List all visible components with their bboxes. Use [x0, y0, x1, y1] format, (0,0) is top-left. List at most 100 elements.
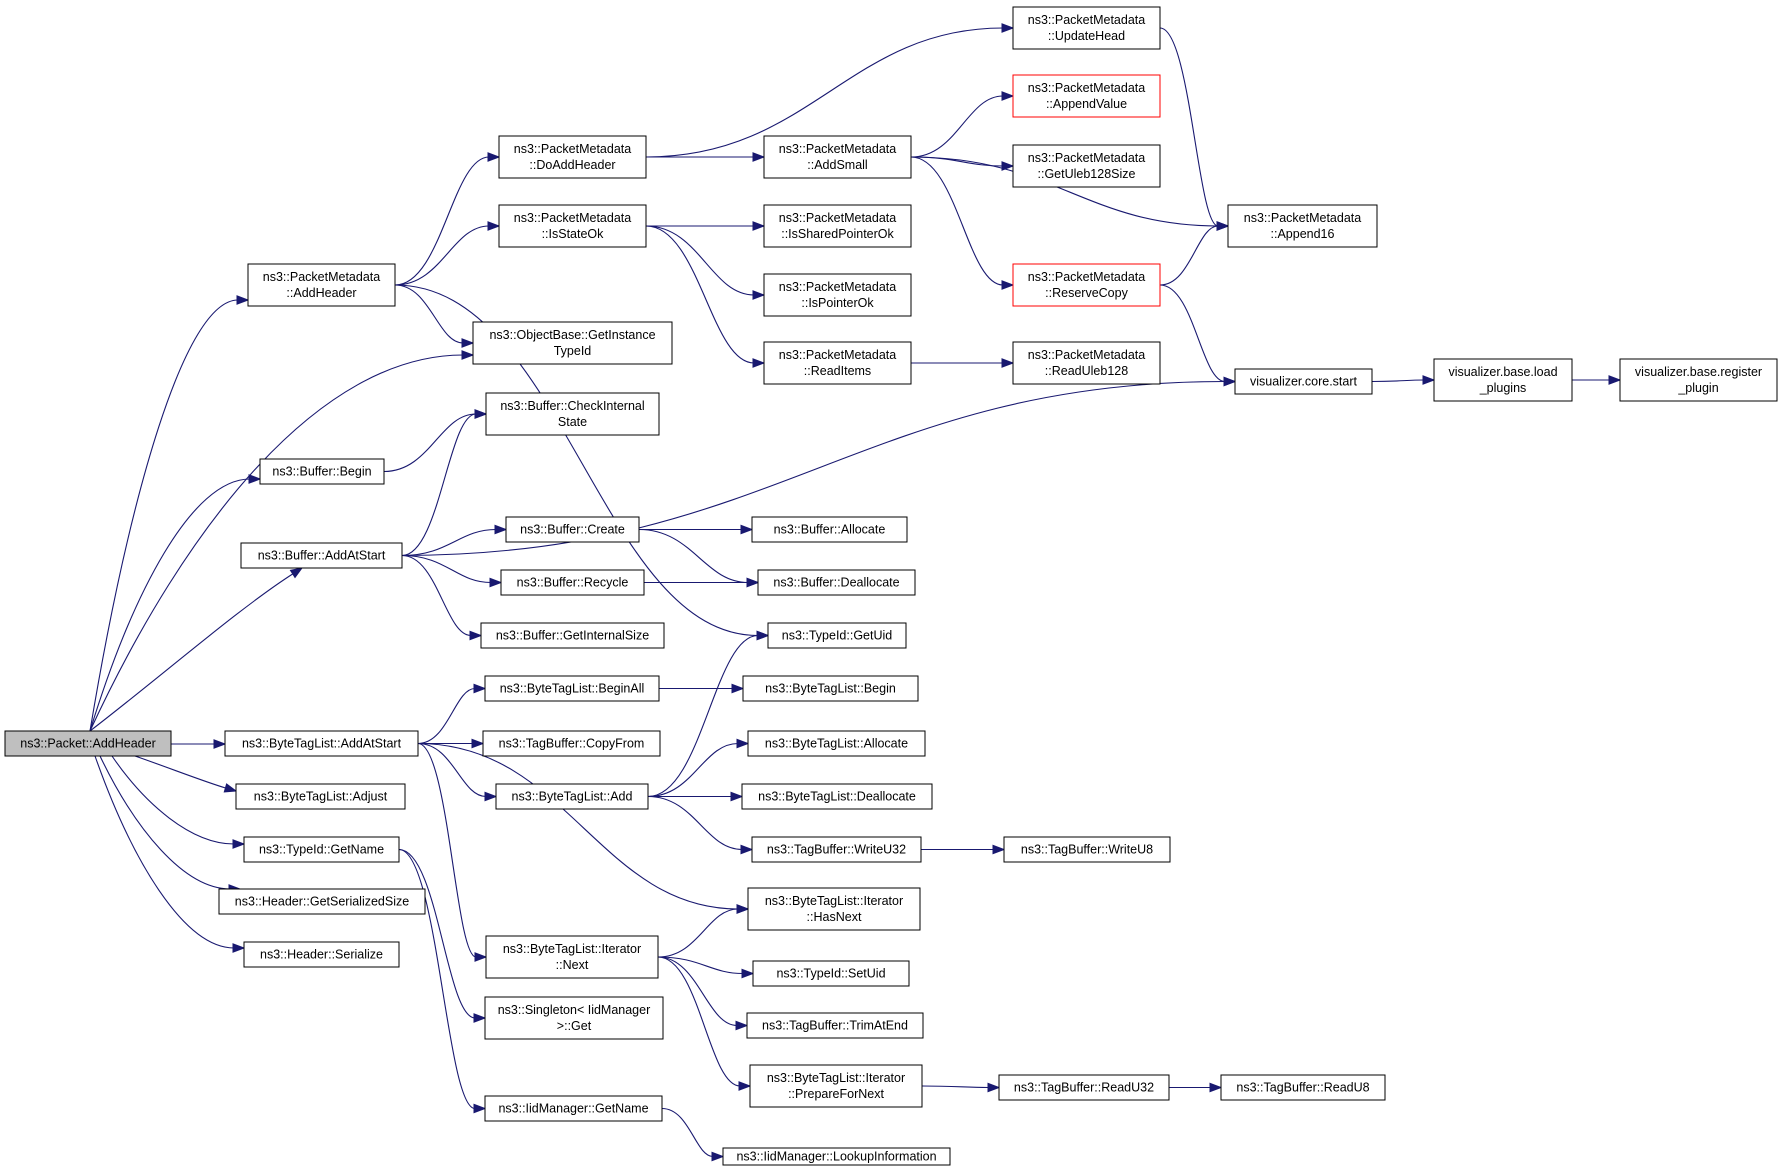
- node-label-line: visualizer.base.register: [1635, 365, 1762, 379]
- function-node-ns3-buffer-deallocate[interactable]: ns3::Buffer::Deallocate: [757, 569, 916, 596]
- function-node-ns3-packetmetadata-append16[interactable]: ns3::PacketMetadata::Append16: [1227, 204, 1378, 248]
- function-node-ns3-packetmetadata-reservecopy[interactable]: ns3::PacketMetadata::ReserveCopy: [1012, 263, 1161, 307]
- node-label-line: ns3::PacketMetadata: [1028, 81, 1145, 95]
- call-edge-n12-n15: [645, 225, 766, 368]
- function-node-ns3-buffer-recycle[interactable]: ns3::Buffer::Recycle: [500, 569, 645, 596]
- node-label-line: ::Next: [556, 958, 589, 972]
- function-node-ns3-packetmetadata-appendvalue[interactable]: ns3::PacketMetadata::AppendValue: [1012, 74, 1161, 118]
- node-label-line: ::IsSharedPointerOk: [781, 227, 894, 241]
- node-label-line: ::ReadUleb128: [1045, 364, 1128, 378]
- node-label-line: ns3::Header::Serialize: [260, 948, 383, 962]
- function-node-ns3-buffer-allocate[interactable]: ns3::Buffer::Allocate: [751, 516, 908, 543]
- node-label-line: ns3::TagBuffer::ReadU32: [1014, 1081, 1154, 1095]
- node-label-line: ns3::PacketMetadata: [779, 142, 896, 156]
- function-node-ns3-packetmetadata-getuleb128size[interactable]: ns3::PacketMetadata::GetUleb128Size: [1012, 144, 1161, 188]
- call-edge-n37-n38: [657, 956, 755, 979]
- function-node-ns3-typeid-setuid[interactable]: ns3::TypeId::SetUid: [752, 960, 910, 987]
- function-node-visualizer-base-register-plugin[interactable]: visualizer.base.register_plugin: [1619, 358, 1778, 402]
- node-box: [1619, 358, 1778, 402]
- function-node-ns3-bytetaglist-iterator-preparefornext[interactable]: ns3::ByteTagList::Iterator::PrepareForNe…: [749, 1064, 923, 1108]
- call-edge-n27-n28: [417, 683, 487, 745]
- node-label-line: ns3::Buffer::Recycle: [517, 576, 629, 590]
- function-node-ns3-tagbuffer-writeu8[interactable]: ns3::TagBuffer::WriteU8: [1003, 836, 1171, 863]
- function-node-ns3-packetmetadata-addsmall[interactable]: ns3::PacketMetadata::AddSmall: [763, 135, 912, 179]
- call-edge-n44-n46: [398, 848, 487, 1114]
- function-node-ns3-bytetaglist-beginall[interactable]: ns3::ByteTagList::BeginAll: [484, 675, 660, 702]
- function-node-ns3-header-getserializedsize[interactable]: ns3::Header::GetSerializedSize: [218, 888, 426, 915]
- function-node-ns3-bytetaglist-iterator-hasnext[interactable]: ns3::ByteTagList::Iterator::HasNext: [747, 887, 921, 931]
- call-edge-n2-n3: [646, 152, 766, 162]
- call-edge-n0-n1: [89, 295, 250, 732]
- function-node-ns3-packetmetadata-doaddheader[interactable]: ns3::PacketMetadata::DoAddHeader: [498, 135, 647, 179]
- function-node-ns3-typeid-getuid[interactable]: ns3::TypeId::GetUid: [767, 622, 907, 649]
- node-label-line: _plugins: [1479, 381, 1527, 395]
- call-edge-n21-n22: [639, 524, 754, 535]
- function-node-ns3-bytetaglist-add[interactable]: ns3::ByteTagList::Add: [495, 783, 649, 810]
- function-node-ns3-tagbuffer-writeu32[interactable]: ns3::TagBuffer::WriteU32: [751, 836, 922, 863]
- function-node-ns3-packetmetadata-addheader[interactable]: ns3::PacketMetadata::AddHeader: [247, 263, 396, 307]
- function-node-ns3-bytetaglist-adjust[interactable]: ns3::ByteTagList::Adjust: [235, 783, 406, 810]
- function-node-ns3-packet-addheader[interactable]: ns3::Packet::AddHeader: [4, 730, 172, 757]
- function-node-ns3-packetmetadata-readitems[interactable]: ns3::PacketMetadata::ReadItems: [763, 341, 912, 385]
- function-node-ns3-singleton-iidmanager-get[interactable]: ns3::Singleton< IidManager >::Get: [484, 996, 664, 1040]
- function-node-ns3-bytetaglist-allocate[interactable]: ns3::ByteTagList::Allocate: [747, 730, 926, 757]
- function-node-ns3-bytetaglist-iterator-next[interactable]: ns3::ByteTagList::Iterator::Next: [485, 935, 659, 979]
- function-node-ns3-iidmanager-getname[interactable]: ns3::IidManager::GetName: [484, 1095, 663, 1122]
- call-edge-n37-n39: [657, 956, 749, 1031]
- node-box: [1227, 204, 1378, 248]
- function-node-ns3-bytetaglist-addatstart[interactable]: ns3::ByteTagList::AddAtStart: [224, 730, 419, 757]
- node-box: [505, 516, 640, 543]
- call-edge-n3-n6: [910, 156, 1015, 171]
- node-box: [484, 1095, 663, 1122]
- node-box: [749, 1064, 923, 1108]
- node-label-line: ns3::Singleton< IidManager: [498, 1003, 651, 1017]
- node-label-line: ::AddHeader: [286, 286, 356, 300]
- node-box: [746, 1012, 924, 1039]
- function-node-ns3-bytetaglist-begin[interactable]: ns3::ByteTagList::Begin: [742, 675, 919, 702]
- node-box: [495, 783, 649, 810]
- node-box: [757, 569, 916, 596]
- function-node-ns3-tagbuffer-readu8[interactable]: ns3::TagBuffer::ReadU8: [1220, 1074, 1386, 1101]
- node-box: [1012, 341, 1161, 385]
- call-edge-n0-n44: [111, 755, 246, 849]
- node-box: [763, 273, 912, 317]
- node-label-line: ns3::TagBuffer::CopyFrom: [499, 737, 645, 751]
- call-edge-n27-n37: [417, 742, 488, 962]
- node-box: [240, 542, 403, 569]
- function-node-ns3-header-serialize[interactable]: ns3::Header::Serialize: [243, 941, 400, 968]
- function-node-ns3-packetmetadata-isstateok[interactable]: ns3::PacketMetadata::IsStateOk: [498, 204, 647, 248]
- function-node-ns3-typeid-getname[interactable]: ns3::TypeId::GetName: [243, 836, 400, 863]
- node-label-line: ns3::Buffer::AddAtStart: [258, 549, 386, 563]
- call-edge-n3-n5: [910, 91, 1015, 158]
- node-label-line: ::Append16: [1271, 227, 1335, 241]
- function-node-ns3-packetmetadata-ispointerok[interactable]: ns3::PacketMetadata::IsPointerOk: [763, 273, 912, 317]
- function-node-ns3-bytetaglist-deallocate[interactable]: ns3::ByteTagList::Deallocate: [741, 783, 933, 810]
- function-node-ns3-tagbuffer-readu32[interactable]: ns3::TagBuffer::ReadU32: [998, 1074, 1170, 1101]
- function-node-ns3-buffer-addatstart[interactable]: ns3::Buffer::AddAtStart: [240, 542, 403, 569]
- function-node-ns3-packetmetadata-updatehead[interactable]: ns3::PacketMetadata::UpdateHead: [1012, 6, 1161, 50]
- function-node-ns3-packetmetadata-issharedpointerok[interactable]: ns3::PacketMetadata::IsSharedPointerOk: [763, 204, 912, 248]
- function-node-ns3-tagbuffer-trimatend[interactable]: ns3::TagBuffer::TrimAtEnd: [746, 1012, 924, 1039]
- node-label-line: ns3::IidManager::GetName: [498, 1102, 648, 1116]
- call-edge-n31-n33: [647, 791, 744, 802]
- node-label-line: ::IsPointerOk: [801, 296, 874, 310]
- function-node-ns3-buffer-create[interactable]: ns3::Buffer::Create: [505, 516, 640, 543]
- function-node-ns3-tagbuffer-copyfrom[interactable]: ns3::TagBuffer::CopyFrom: [482, 730, 661, 757]
- call-edge-n37-n40: [657, 956, 752, 1091]
- node-label-line: ns3::PacketMetadata: [514, 211, 631, 225]
- call-edge-n12-n13: [646, 221, 766, 231]
- call-edge-n40-n41: [921, 1082, 1001, 1093]
- node-label-line: ns3::ByteTagList::Iterator: [765, 894, 903, 908]
- function-node-visualizer-base-load-plugins[interactable]: visualizer.base.load_plugins: [1433, 358, 1573, 402]
- function-node-ns3-iidmanager-lookupinformation[interactable]: ns3::IidManager::LookupInformation: [722, 1147, 951, 1166]
- node-box: [480, 622, 665, 649]
- function-node-ns3-buffer-begin[interactable]: ns3::Buffer::Begin: [259, 458, 385, 485]
- node-box: [722, 1147, 951, 1166]
- node-label-line: ns3::TypeId::GetName: [259, 843, 384, 857]
- function-node-ns3-buffer-getinternalsize[interactable]: ns3::Buffer::GetInternalSize: [480, 622, 665, 649]
- function-node-ns3-packetmetadata-readuleb128[interactable]: ns3::PacketMetadata::ReadUleb128: [1012, 341, 1161, 385]
- call-edge-n0-n26: [89, 474, 262, 732]
- function-node-visualizer-core-start[interactable]: visualizer.core.start: [1234, 368, 1373, 395]
